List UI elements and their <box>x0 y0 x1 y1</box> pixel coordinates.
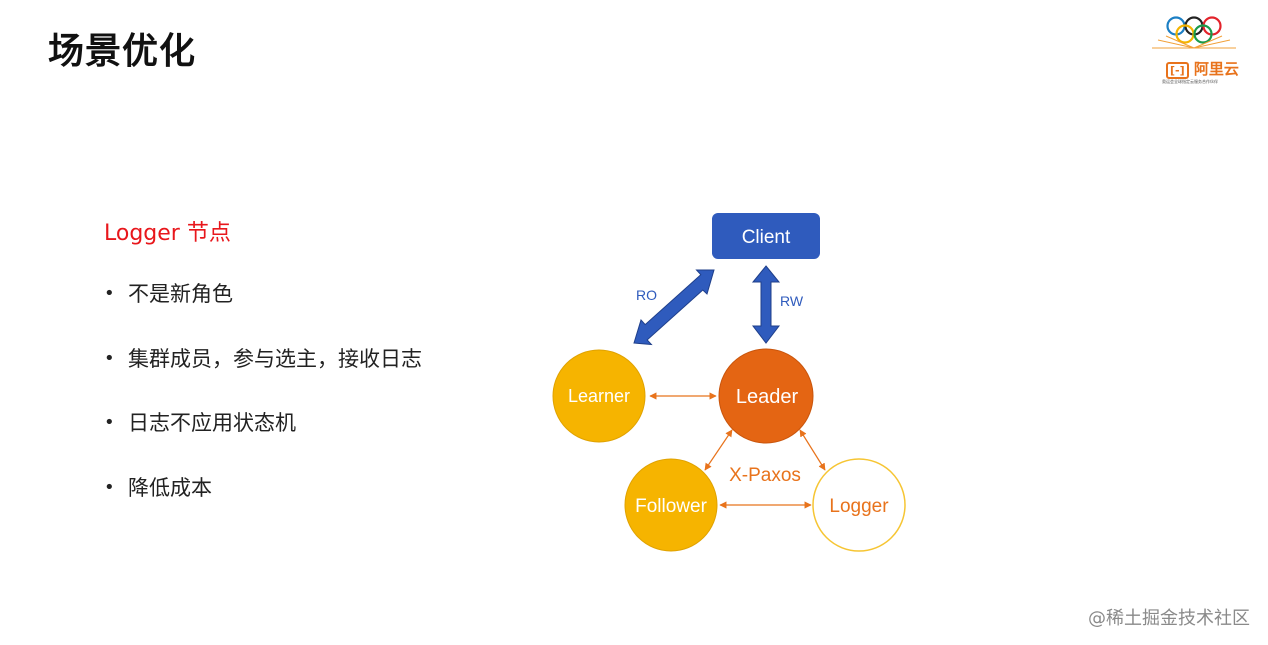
client-node <box>712 213 820 259</box>
logo-text: [-] 阿里云 <box>1166 58 1239 79</box>
bullet-dot: • <box>104 412 115 433</box>
bullet-dot: • <box>104 347 115 369</box>
leader-node <box>718 348 814 444</box>
list-item: •不是新角色 <box>104 282 233 306</box>
list-item: •集群成员，参与选主，接收日志 <box>104 346 422 371</box>
leader-label: Leader <box>736 386 799 408</box>
learner-label: Learner <box>568 386 630 406</box>
protocol-label: X-Paxos <box>729 465 801 486</box>
client-label: Client <box>742 227 791 248</box>
watermark: @稀土掘金技术社区 <box>1088 608 1250 629</box>
rw-arrow <box>751 265 781 344</box>
rw-label: RW <box>780 293 804 309</box>
page-title: 场景优化 <box>48 31 197 72</box>
leader-follower-link <box>704 429 733 471</box>
follower-node <box>624 458 718 552</box>
list-item: •降低成本 <box>104 475 212 500</box>
logger-label: Logger <box>829 496 889 517</box>
ro-label: RO <box>636 287 657 303</box>
olympic-rings-logo-icon <box>1152 16 1236 49</box>
bullet-dot: • <box>104 283 115 304</box>
ro-arrow <box>633 269 715 346</box>
logo-subtext: 奥运会全球指定云服务合作伙伴 <box>1162 79 1218 84</box>
leader-logger-link <box>799 429 826 471</box>
follower-label: Follower <box>635 496 707 517</box>
bullet-list: •不是新角色 •集群成员，参与选主，接收日志 •日志不应用状态机 •降低成本 <box>104 280 422 538</box>
bullet-dot: • <box>104 476 115 498</box>
section-title: Logger 节点 <box>104 221 231 246</box>
list-item: •日志不应用状态机 <box>104 411 296 435</box>
logger-node <box>812 458 906 552</box>
learner-node <box>552 349 646 443</box>
